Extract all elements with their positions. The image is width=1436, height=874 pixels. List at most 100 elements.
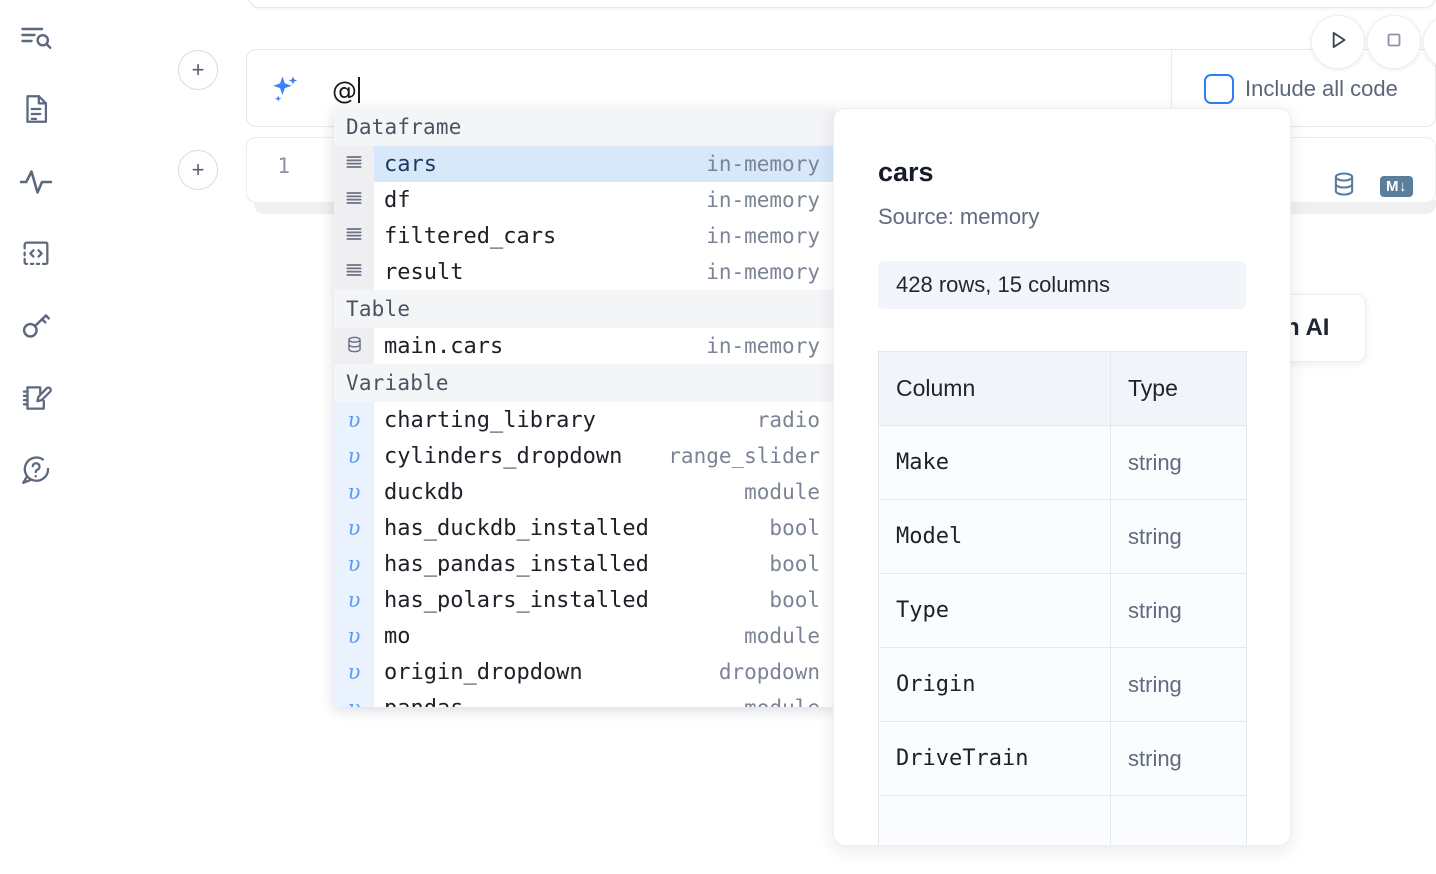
ai-prompt-value: @ [332,75,357,105]
autocomplete-item-type: radio [756,408,820,432]
code-cell-toolbar: M↓ [1330,170,1413,203]
sidebar-rail [0,0,72,874]
markdown-badge[interactable]: M↓ [1380,175,1413,198]
add-cell-button-below[interactable]: + [178,150,218,190]
autocomplete-item-name: cylinders_dropdown [384,443,623,469]
dataframe-preview-panel: cars Source: memory 428 rows, 15 columns… [833,108,1291,846]
explore-outline-icon [18,20,54,56]
schema-column-type: string [1110,721,1247,796]
variable-icon: υ [347,588,361,612]
autocomplete-item-name: mo [384,623,411,649]
autocomplete-item-icon: υ [334,474,374,510]
include-all-code-checkbox[interactable] [1204,74,1234,104]
autocomplete-item[interactable]: filtered_cars in-memory [334,218,834,254]
key-icon [19,309,53,343]
database-icon[interactable] [1330,170,1358,203]
sidebar-item-activity-icon[interactable] [14,160,58,204]
schema-column-name [878,795,1111,845]
autocomplete-section-header: Table [334,290,834,328]
autocomplete-item-icon: υ [334,690,374,707]
autocomplete-item-icon: υ [334,510,374,546]
activity-icon [18,164,54,200]
variable-icon: υ [347,480,361,504]
sidebar-item-code-snippet-icon[interactable] [14,232,58,276]
plus-icon: + [191,57,205,82]
include-all-code-control[interactable]: Include all code [1204,74,1398,104]
schema-column-name: Type [878,573,1111,648]
sidebar-item-document-icon[interactable] [14,87,58,131]
autocomplete-item[interactable]: result in-memory [334,254,834,290]
autocomplete-item[interactable]: υ cylinders_dropdown range_slider [334,438,834,474]
sidebar-item-key-icon[interactable] [14,304,58,348]
autocomplete-item-type: in-memory [706,260,820,284]
scratchpad-icon [19,381,53,415]
autocomplete-item-type: module [744,480,820,504]
schema-column-type: string [1110,573,1247,648]
help-chat-icon [19,453,53,487]
variable-icon: υ [347,516,361,540]
schema-column-type [1110,795,1247,845]
ai-prompt-input[interactable]: @ [332,72,360,108]
sidebar-item-scratchpad-icon[interactable] [14,376,58,420]
preview-title: cars [878,157,934,187]
dataframe-icon [344,188,364,212]
autocomplete-item-name: origin_dropdown [384,659,583,685]
schema-column-name: DriveTrain [878,721,1111,796]
autocomplete-item[interactable]: υpandasmodule [334,690,834,707]
line-number: 1 [277,154,290,178]
generate-with-ai-tooltip[interactable]: h AI [1276,294,1366,362]
autocomplete-item-icon [334,146,374,182]
variable-icon: υ [347,408,361,432]
run-button[interactable] [1311,15,1365,69]
autocomplete-item-name: result [384,259,464,285]
table-row [878,795,1247,845]
autocomplete-item-icon: υ [334,438,374,474]
autocomplete-item-icon: υ [334,654,374,690]
autocomplete-item-type: bool [769,552,820,576]
autocomplete-item-name: cars [384,151,437,177]
autocomplete-item[interactable]: υ origin_dropdown dropdown [334,654,834,690]
autocomplete-item-type: bool [769,516,820,540]
schema-header-cell: Column [878,351,1111,426]
dataframe-icon [344,152,364,176]
stop-icon [1382,28,1406,57]
autocomplete-item-type: range_slider [668,444,820,468]
autocomplete-item-name: charting_library [384,407,596,433]
schema-column-type: string [1110,425,1247,500]
autocomplete-item-type: dropdown [718,660,820,684]
autocomplete-item-name: pandas [374,696,744,708]
variable-icon: υ [348,696,361,707]
autocomplete-item[interactable]: υ charting_library radio [334,402,834,438]
autocomplete-item-name: filtered_cars [384,223,557,249]
include-all-code-label: Include all code [1245,76,1398,101]
database-icon [345,335,364,358]
autocomplete-item-name: df [384,187,411,213]
preview-source: Source: memory [878,204,1040,229]
variable-icon: υ [347,624,361,648]
previous-cell-card [248,0,1436,8]
dataframe-icon [344,260,364,284]
autocomplete-item-icon [334,182,374,218]
add-cell-button-above[interactable]: + [178,50,218,90]
autocomplete-item-icon: υ [334,618,374,654]
autocomplete-section-header: Variable [334,364,834,402]
schema-column-name: Origin [878,647,1111,722]
sidebar-item-help-chat-icon[interactable] [14,448,58,492]
stop-button[interactable] [1367,15,1421,69]
autocomplete-item-type: in-memory [706,224,820,248]
sidebar-item-explore-outline-icon[interactable] [14,16,58,60]
